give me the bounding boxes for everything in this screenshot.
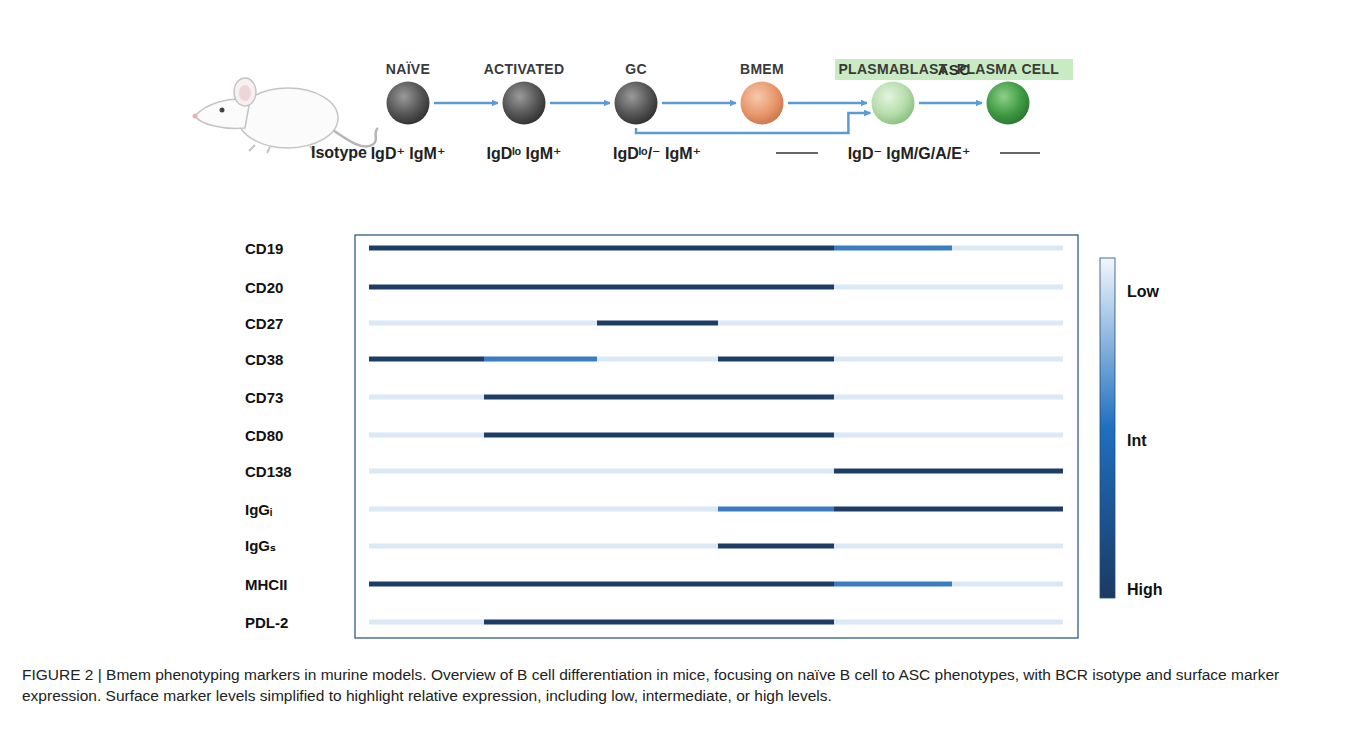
stage-label: BMEM — [738, 61, 786, 77]
expression-bar — [369, 395, 484, 400]
stage-label: GC — [612, 61, 660, 77]
expression-bar — [369, 469, 834, 474]
cell-circle — [871, 81, 915, 125]
cell-node: PLASMA CELL — [955, 61, 1061, 125]
mouse-illustration — [193, 78, 379, 153]
marker-label: CD19 — [245, 240, 283, 257]
expression-bar — [834, 544, 1063, 549]
stage-arrow — [434, 102, 498, 105]
figure-caption: FIGURE 2 | Bmem phenotyping markers in m… — [22, 664, 1332, 706]
isotype-label: Isotype — [311, 144, 367, 162]
cell-shape — [386, 81, 430, 125]
cell-fill — [741, 82, 784, 125]
marker-label: CD27 — [245, 315, 283, 332]
cell-circle — [740, 81, 784, 125]
legend-label: High — [1127, 581, 1163, 599]
stage-arrow — [919, 102, 982, 105]
cell-shape — [614, 81, 658, 125]
stage-arrow — [788, 102, 867, 105]
expression-bar — [369, 507, 718, 512]
table-frame — [355, 235, 1078, 638]
expression-bar — [834, 469, 1063, 474]
cell-circle — [614, 81, 658, 125]
cell-fill — [615, 82, 658, 125]
cell-circle — [502, 81, 546, 125]
expression-bar — [952, 582, 1063, 587]
expression-bar — [834, 582, 952, 587]
expression-bar — [834, 357, 1063, 362]
expression-bar — [369, 544, 718, 549]
isotype-dash — [776, 152, 818, 154]
expression-bar — [718, 544, 834, 549]
expression-bar — [718, 321, 1063, 326]
expression-bar — [597, 357, 718, 362]
expression-bar — [718, 507, 834, 512]
marker-label: CD73 — [245, 389, 283, 406]
cell-fill — [987, 82, 1030, 125]
cell-circle — [986, 81, 1030, 125]
cell-fill — [502, 82, 545, 125]
cell-shape — [871, 81, 915, 125]
legend-label: Low — [1127, 283, 1159, 301]
marker-label: IgGₛ — [245, 537, 276, 555]
marker-label: PDL-2 — [245, 614, 288, 631]
expression-bar — [369, 321, 597, 326]
expression-bar — [484, 620, 834, 625]
cell-circle — [386, 81, 430, 125]
marker-label: CD138 — [245, 463, 292, 480]
expression-bar — [369, 620, 484, 625]
marker-label: MHCII — [245, 576, 288, 593]
expression-bar — [369, 433, 484, 438]
stage-label: PLASMA CELL — [955, 61, 1061, 77]
expression-bar — [597, 321, 718, 326]
marker-label: IgGᵢ — [245, 501, 272, 518]
expression-bar — [484, 433, 834, 438]
isotype-label: IgDˡᵒ/⁻ IgM⁺ — [613, 144, 701, 163]
expression-bar — [834, 433, 1063, 438]
expression-bar — [369, 582, 834, 587]
cell-node: GC — [612, 61, 660, 125]
expression-bar — [369, 246, 834, 251]
cell-node: NAÏVE — [384, 61, 432, 125]
expression-bar — [834, 285, 1063, 290]
expression-bar — [952, 246, 1063, 251]
expression-bar — [834, 246, 952, 251]
expression-bar — [834, 395, 1063, 400]
expression-bar — [834, 620, 1063, 625]
stage-label: NAÏVE — [384, 61, 432, 77]
cell-shape — [986, 81, 1030, 125]
marker-label: CD80 — [245, 427, 283, 444]
isotype-label: IgD⁻ IgM/G/A/E⁺ — [848, 144, 971, 163]
cell-fill — [386, 82, 429, 125]
expression-bar — [369, 357, 484, 362]
expression-bar — [484, 395, 834, 400]
cell-node: PLASMABLAST — [836, 61, 949, 125]
expression-bars — [369, 248, 1063, 622]
stage-arrow — [662, 102, 736, 105]
marker-label: CD20 — [245, 279, 283, 296]
cell-fill — [871, 82, 914, 125]
cell-shape — [502, 81, 546, 125]
legend-label: Int — [1127, 432, 1147, 450]
marker-label: CD38 — [245, 351, 283, 368]
isotype-label: IgD⁺ IgM⁺ — [371, 144, 446, 163]
expression-bar — [834, 507, 1063, 512]
isotype-label: IgDˡᵒ IgM⁺ — [486, 144, 561, 163]
expression-bar — [484, 357, 597, 362]
isotype-dash — [1000, 152, 1040, 154]
legend-gradient — [1100, 258, 1115, 598]
stage-label: PLASMABLAST — [836, 61, 949, 77]
stage-label: ACTIVATED — [482, 61, 567, 77]
expression-bar — [369, 285, 834, 290]
stage-arrow — [550, 102, 610, 105]
cell-shape — [740, 81, 784, 125]
expression-bar — [718, 357, 834, 362]
cell-node: BMEM — [738, 61, 786, 125]
cell-node: ACTIVATED — [482, 61, 567, 125]
